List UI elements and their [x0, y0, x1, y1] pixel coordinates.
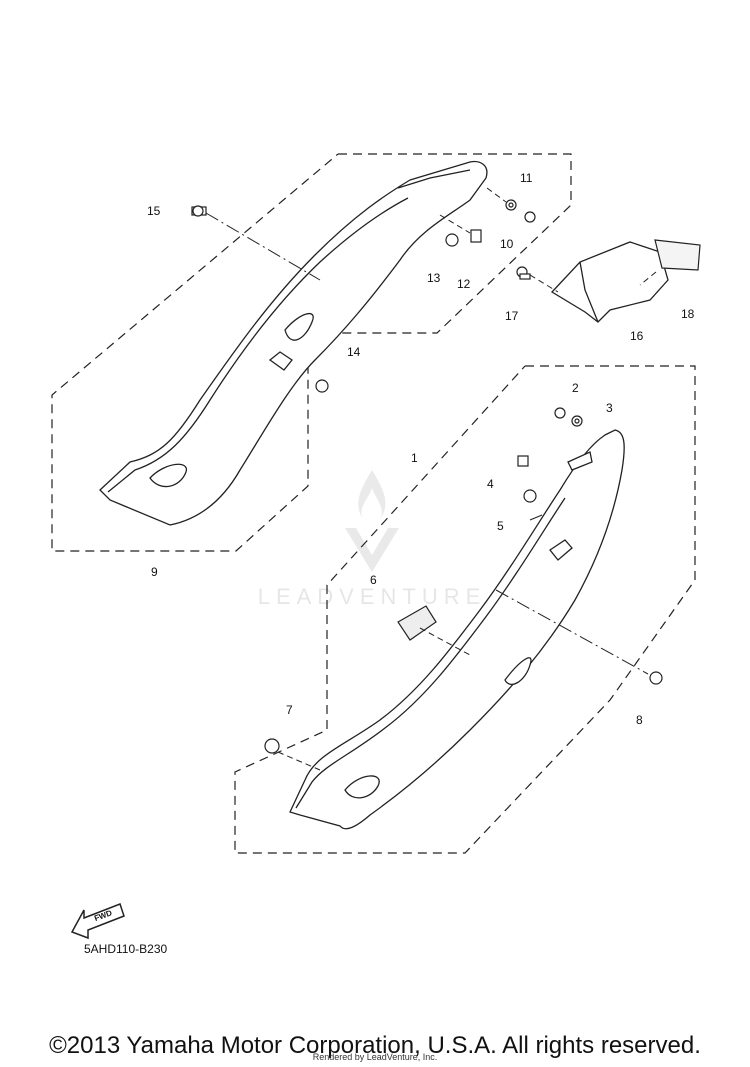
callout-17: 17: [505, 309, 519, 323]
callout-13: 13: [427, 271, 441, 285]
callout-8: 8: [636, 713, 643, 727]
grommet-7-icon: [264, 738, 280, 754]
callout-16: 16: [630, 329, 644, 343]
group-outline-9: [51, 153, 572, 552]
emblem-18: [654, 239, 701, 271]
callout-labels: 1 2 3 4 5 6 7 8 9 10 11 12 13 14 15 16 1…: [147, 171, 695, 727]
washer-3-icon: [571, 415, 583, 427]
callout-6: 6: [370, 573, 377, 587]
bolt-17-icon: [516, 266, 531, 280]
diagram-code: 5AHD110-B230: [84, 942, 168, 956]
bolt-2-icon: [554, 407, 566, 419]
side-cover-upper: [99, 160, 488, 526]
callout-18: 18: [681, 307, 695, 321]
callout-9: 9: [151, 565, 158, 579]
callout-14: 14: [347, 345, 361, 359]
watermark-text: LEADVENTURE: [258, 584, 487, 609]
callout-4: 4: [487, 477, 494, 491]
fwd-arrow-icon: FWD: [70, 903, 125, 940]
callout-11: 11: [520, 171, 533, 185]
rendered-by-text: Rendered by LeadVenture, Inc.: [312, 1052, 438, 1062]
callout-15: 15: [147, 204, 161, 218]
callout-12: 12: [457, 277, 471, 291]
callout-3: 3: [606, 401, 613, 415]
bolt-5-icon: [523, 489, 537, 503]
seat-cowl-16: [550, 241, 669, 323]
side-cover-lower: [289, 429, 625, 830]
callout-2: 2: [572, 381, 579, 395]
copyright-text: ©2013 Yamaha Motor Corporation, U.S.A. A…: [49, 1032, 701, 1059]
group-outline-1: [234, 365, 696, 854]
callout-1: 1: [411, 451, 418, 465]
clip-12-icon: [470, 229, 482, 243]
callout-7: 7: [286, 703, 293, 717]
bolt-15-icon: [191, 205, 207, 217]
leadventure-watermark: LEADVENTURE: [258, 470, 487, 609]
clip-4-icon: [517, 455, 529, 467]
callout-5: 5: [497, 519, 504, 533]
grommet-13-icon: [445, 233, 459, 247]
callout-10: 10: [500, 237, 514, 251]
washer-11-icon: [505, 199, 517, 211]
decal-6: [397, 605, 437, 641]
bolt-14-icon: [315, 379, 329, 393]
bolt-8-icon: [649, 671, 663, 685]
leader-lines: [205, 187, 657, 771]
fasteners: [191, 199, 663, 754]
screw-10-icon: [524, 211, 536, 223]
